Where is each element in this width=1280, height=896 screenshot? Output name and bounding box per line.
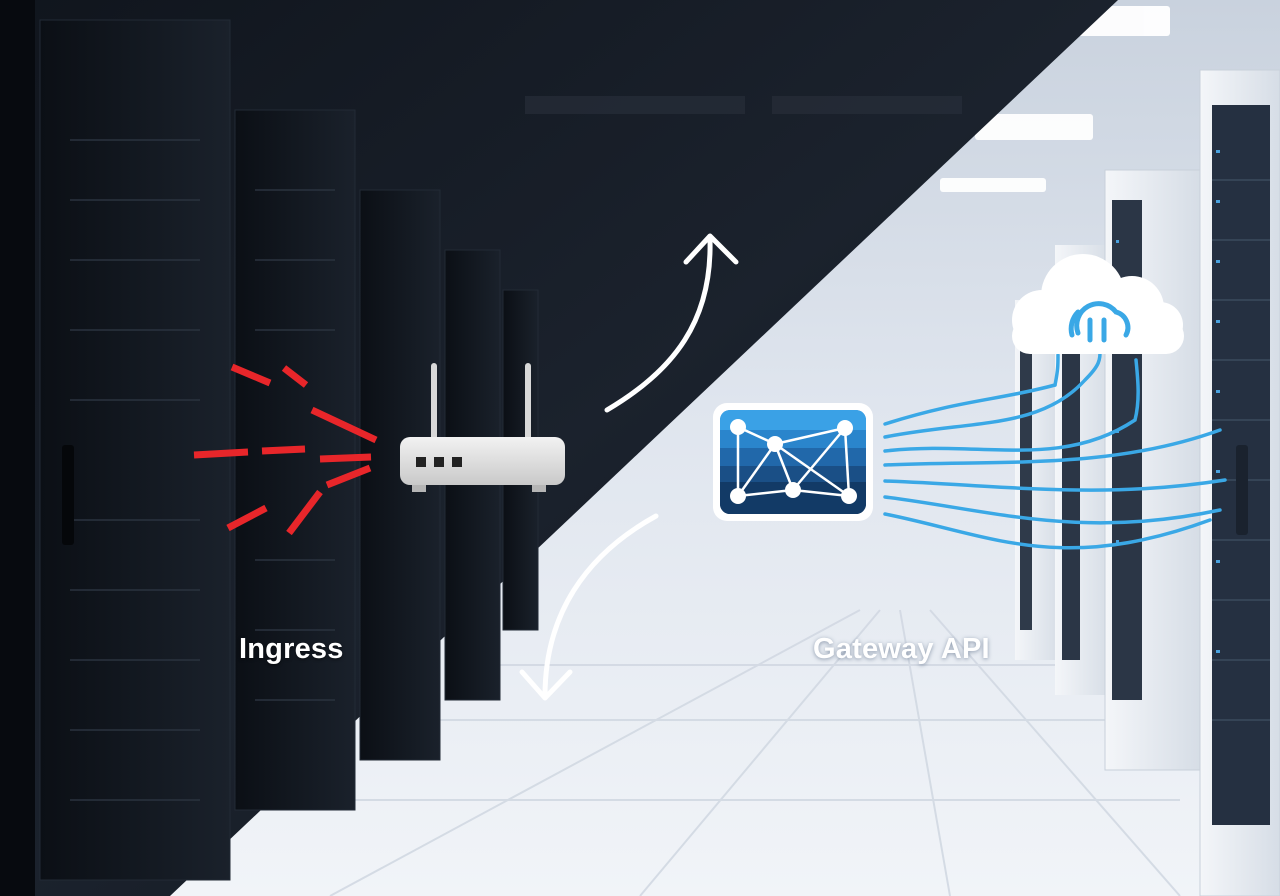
network-graph-icon <box>713 403 873 521</box>
curved-arrow-down-icon <box>519 513 659 701</box>
ingress-label: Ingress <box>239 633 344 665</box>
gateway-traffic-lines <box>883 348 1227 550</box>
light-server-racks <box>1015 69 1280 896</box>
curved-arrow-up-icon <box>604 233 739 413</box>
cloud-icon <box>1012 254 1184 354</box>
gateway-api-label: Gateway API <box>813 633 990 665</box>
router-icon <box>400 363 565 492</box>
floor-tiles <box>250 609 1181 896</box>
ingress-signal-lines <box>193 363 378 536</box>
dark-server-racks <box>0 0 962 896</box>
